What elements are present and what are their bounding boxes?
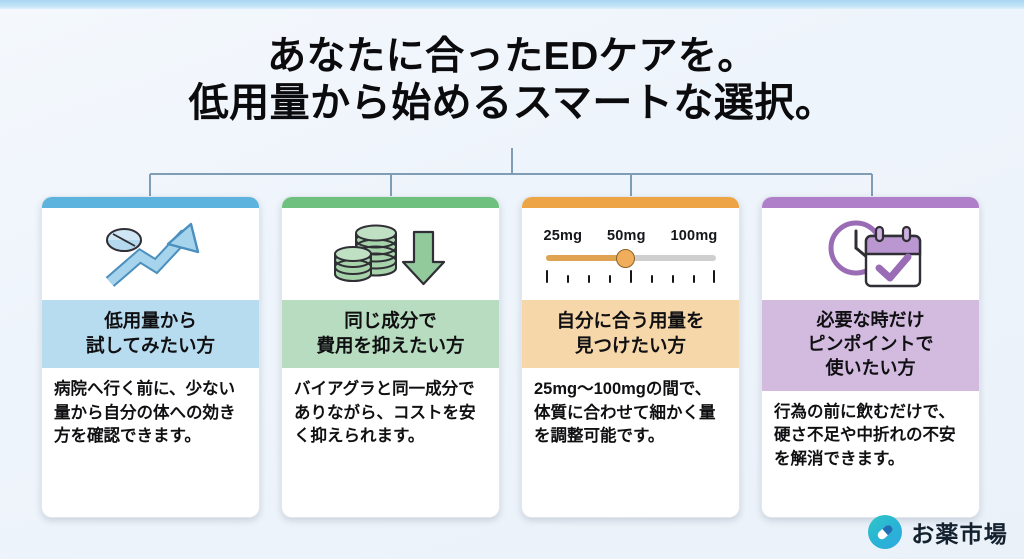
card-heading-line-1: 同じ成分で <box>344 310 437 331</box>
capsule-pill-icon <box>868 515 903 549</box>
card-same-ingredient-lower-cost[interactable]: 同じ成分で 費用を抑えたい方 バイアグラと同一成分でありながら、コストを安く抑え… <box>281 196 500 518</box>
card-accent-bar <box>762 197 979 208</box>
dose-label-min: 25mg <box>543 227 583 244</box>
card-accent-bar <box>522 197 739 208</box>
card-heading: 同じ成分で 費用を抑えたい方 <box>282 300 499 369</box>
card-heading-line-2: 費用を抑えたい方 <box>316 334 465 356</box>
card-heading: 必要な時だけ ピンポイントで 使いたい方 <box>762 300 979 391</box>
card-heading-line-2: 見つけたい方 <box>574 334 686 356</box>
card-heading-line-1: 低用量から <box>104 310 197 331</box>
card-body-text: 行為の前に飲むだけで、硬さ不足や中折れの不安を解消できます。 <box>762 390 979 517</box>
dose-slider-track-row[interactable] <box>542 248 720 268</box>
brand-logo[interactable]: お薬市場 <box>868 515 1008 549</box>
card-on-demand-use[interactable]: 必要な時だけ ピンポイントで 使いたい方 行為の前に飲むだけで、硬さ不足や中折れ… <box>761 196 980 518</box>
brand-name: お薬市場 <box>911 521 1008 547</box>
card-heading-line-1: 自分に合う用量を <box>556 310 705 331</box>
card-low-dose-trial[interactable]: 低用量から 試してみたい方 病院へ行く前に、少ない量から自分の体への効き方を確認… <box>41 196 260 518</box>
card-heading: 低用量から 試してみたい方 <box>42 300 259 369</box>
dose-slider-fill <box>545 254 628 261</box>
card-accent-bar <box>42 197 259 208</box>
dose-slider-knob[interactable] <box>615 248 635 268</box>
coin-stacks-with-down-arrow-icon <box>282 208 499 300</box>
card-heading-line-2: 試してみたい方 <box>86 334 215 356</box>
top-accent-strip <box>0 0 1024 9</box>
title-line-2: 低用量から始めるスマートな選択。 <box>188 81 836 126</box>
pill-with-rising-arrow-icon <box>42 208 259 300</box>
dose-slider-labels: 25mg 50mg 100mg <box>542 228 720 249</box>
card-heading-line-3: 使いたい方 <box>825 357 916 378</box>
card-body-text: バイアグラと同一成分でありながら、コストを安く抑えられます。 <box>282 368 499 517</box>
card-heading: 自分に合う用量を 見つけたい方 <box>522 300 739 369</box>
card-heading-line-1: 必要な時だけ <box>816 310 925 330</box>
page-title: あなたに合ったEDケアを。 低用量から始めるスマートな選択。 <box>0 34 1024 127</box>
dose-slider[interactable]: 25mg 50mg 100mg <box>542 226 720 283</box>
card-find-right-dose[interactable]: 25mg 50mg 100mg <box>521 196 740 518</box>
card-accent-bar <box>282 197 499 208</box>
clock-calendar-check-icon <box>762 208 979 300</box>
dose-slider-icon: 25mg 50mg 100mg <box>522 208 739 300</box>
card-body-text: 25mg〜100mgの間で、体質に合わせて細かく量を調整可能です。 <box>522 368 739 517</box>
dose-label-max: 100mg <box>670 227 718 244</box>
card-row: 低用量から 試してみたい方 病院へ行く前に、少ない量から自分の体への効き方を確認… <box>0 196 1024 526</box>
dose-label-mid: 50mg <box>607 227 646 244</box>
card-body-text: 病院へ行く前に、少ない量から自分の体への効き方を確認できます。 <box>42 368 259 517</box>
dose-slider-ticks <box>545 269 716 283</box>
title-line-1: あなたに合ったEDケアを。 <box>267 35 757 78</box>
card-heading-line-2: ピンポイントで <box>807 333 934 354</box>
